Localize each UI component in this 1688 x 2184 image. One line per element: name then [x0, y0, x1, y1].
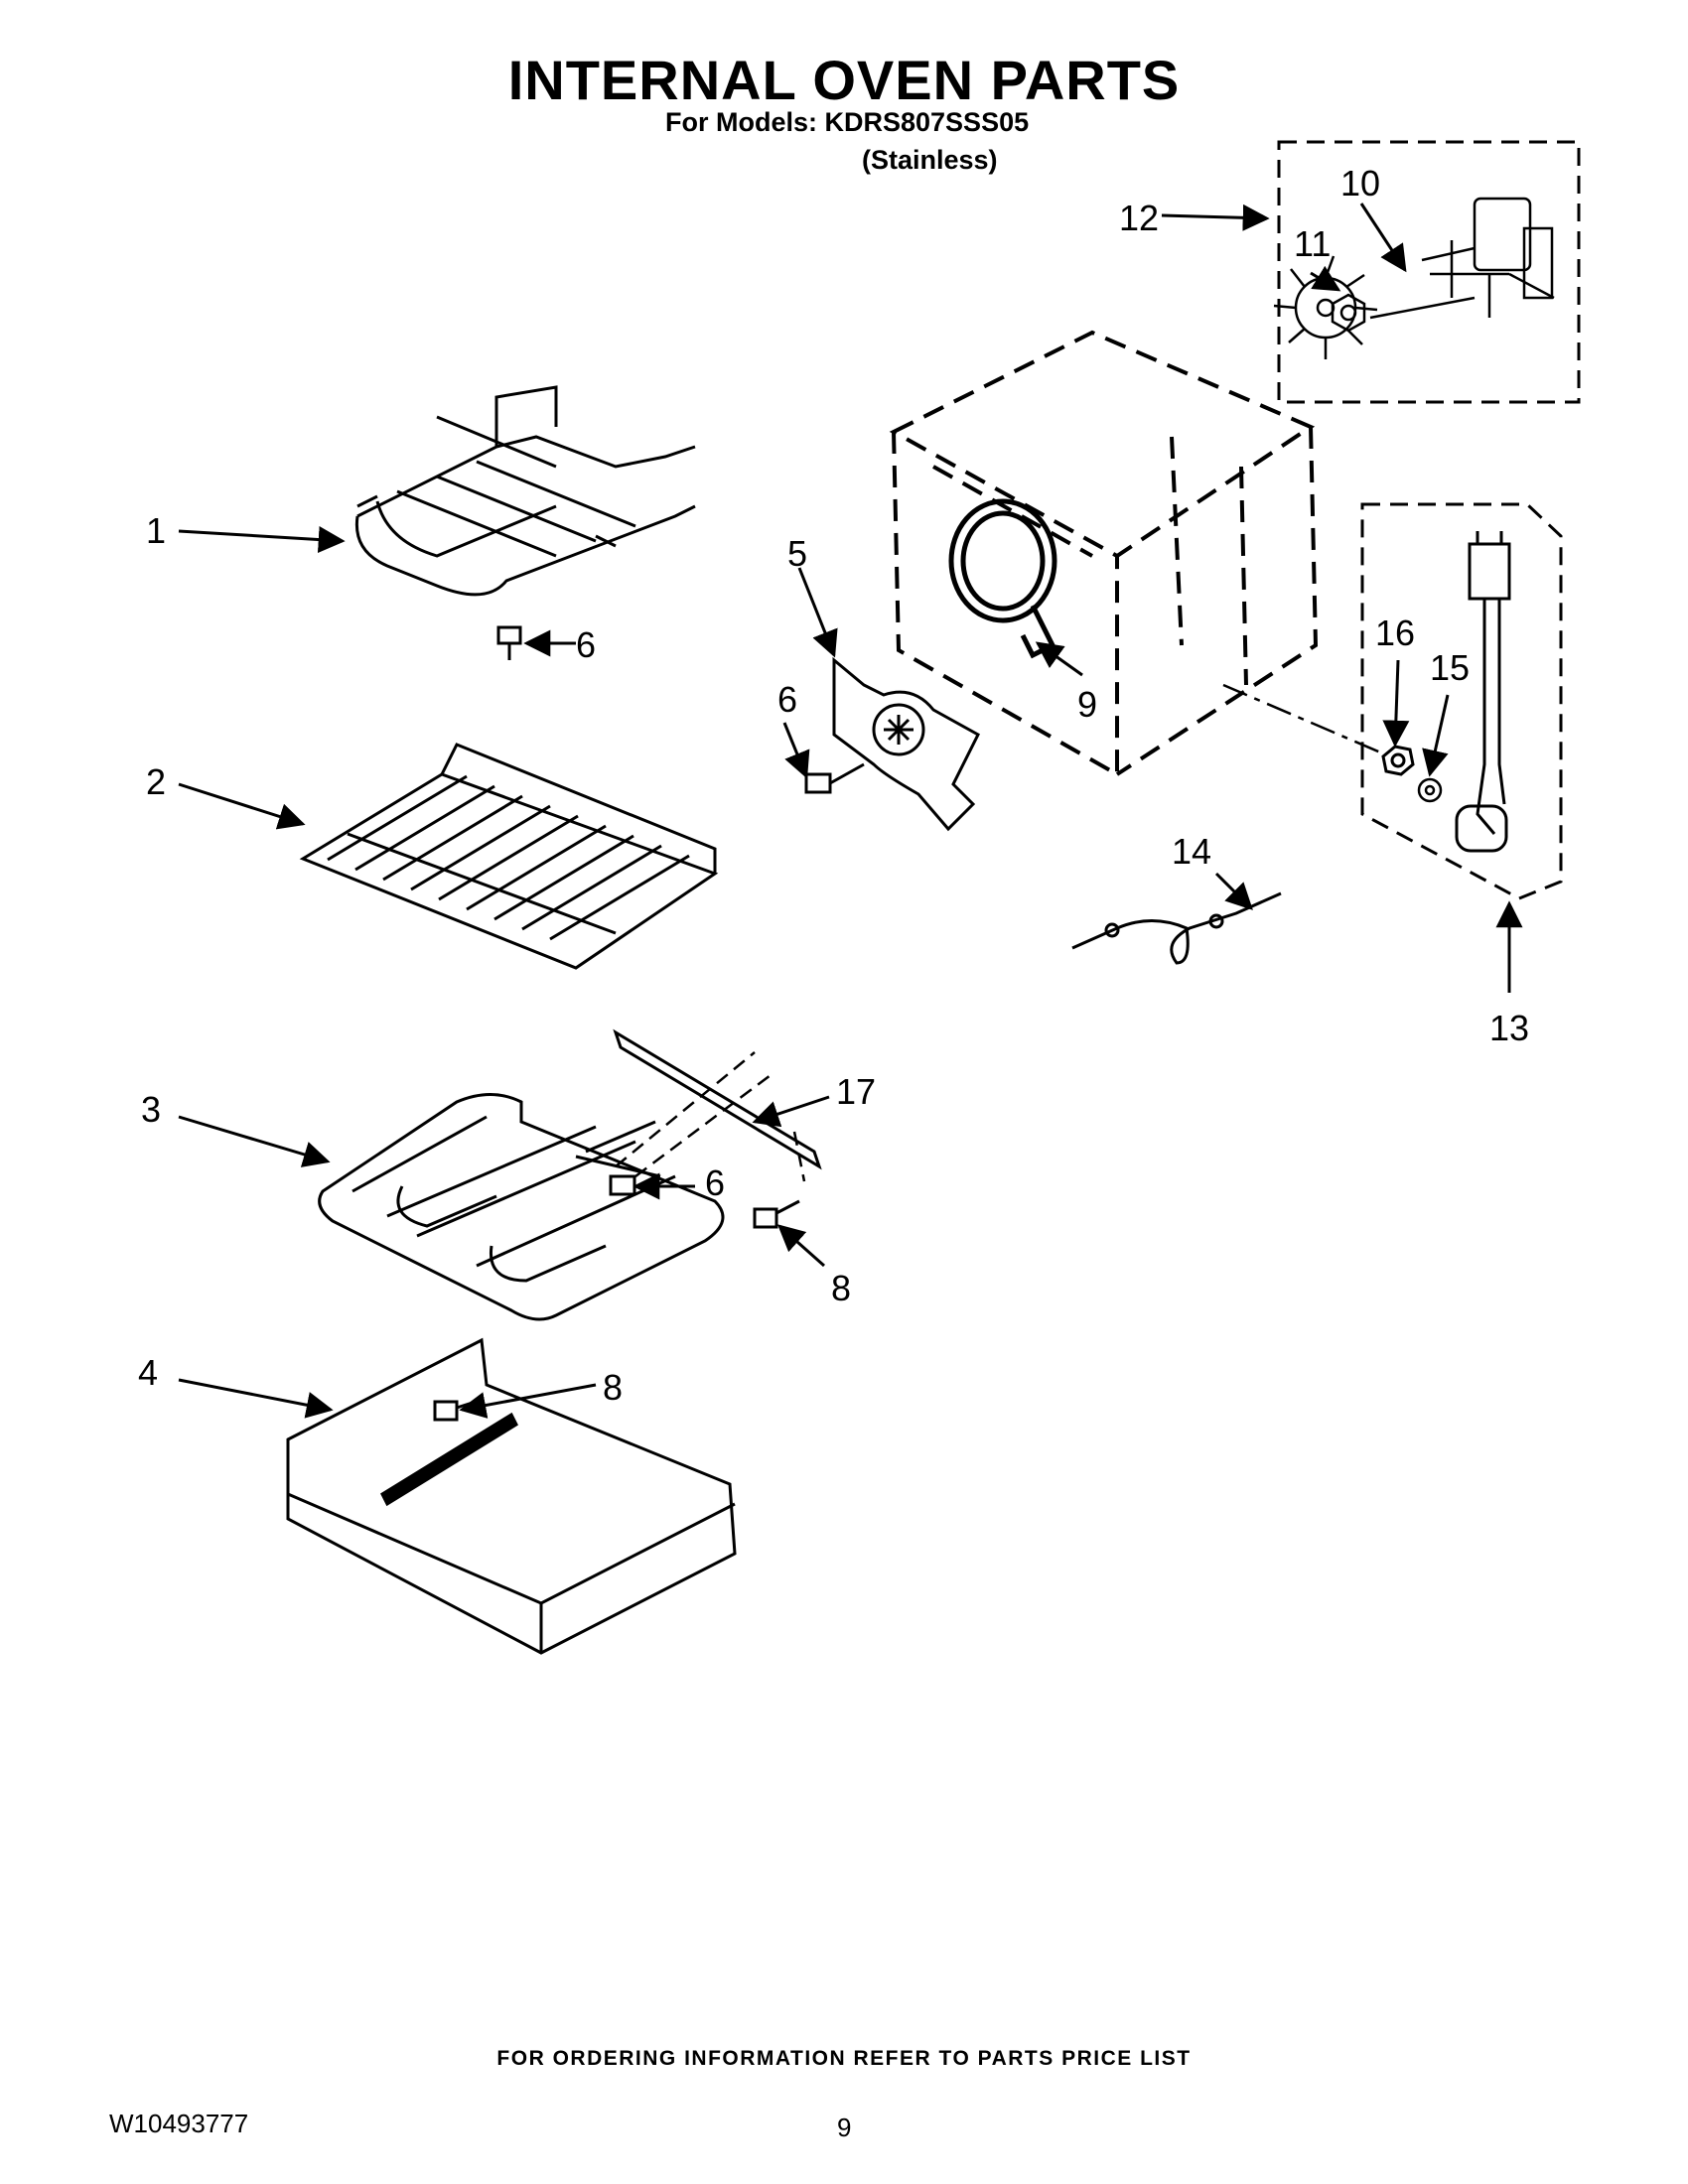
callout-16: 16 [1375, 613, 1415, 653]
page-title: INTERNAL OVEN PARTS [507, 49, 1181, 111]
callout-5: 5 [787, 533, 807, 574]
callout-9: 9 [1077, 684, 1097, 725]
callout-13: 13 [1489, 1008, 1529, 1048]
screw-part-6-upper [496, 625, 522, 660]
fan-nut [1331, 293, 1366, 333]
callout-12: 12 [1119, 198, 1159, 238]
screw-part-8-element [753, 1199, 800, 1229]
callout-6a: 6 [576, 624, 596, 665]
callout-1: 1 [146, 510, 166, 551]
callout-6b: 6 [777, 679, 797, 720]
variant-label: (Stainless) [862, 145, 998, 175]
temperature-sensor [1455, 531, 1511, 853]
convection-motor [1369, 197, 1555, 320]
leader-arrows [178, 203, 1523, 1419]
ordering-info: FOR ORDERING INFORMATION REFER TO PARTS … [496, 2047, 1192, 2070]
models-line: For Models: KDRS807SSS05 [665, 107, 1030, 137]
screw-part-6-baffle [804, 762, 865, 794]
sensor-mounting-line [1222, 683, 1386, 756]
page-number: 9 [837, 2113, 852, 2142]
bottom-pan [286, 1337, 737, 1655]
document-number: W10493777 [109, 2109, 249, 2138]
screw-part-6-lower [609, 1174, 636, 1196]
convection-motor-kit [1273, 140, 1581, 404]
callout-6c: 6 [705, 1162, 725, 1203]
element-mounting-lines [615, 1051, 806, 1182]
callout-numbers: 1 2 3 4 5 6 6 6 8 8 9 10 11 12 13 14 15 … [138, 163, 1529, 1408]
callout-17: 17 [836, 1071, 876, 1112]
sensor-washer-part-15 [1417, 777, 1443, 803]
sensor-nut-part-16 [1381, 745, 1415, 776]
callout-2: 2 [146, 761, 166, 802]
callout-8b: 8 [603, 1367, 623, 1408]
lower-bake-element [318, 1093, 725, 1321]
callout-11: 11 [1294, 223, 1331, 264]
convection-fan-blade [1273, 255, 1378, 359]
temperature-sensor-kit [1360, 502, 1563, 900]
callout-3: 3 [141, 1089, 161, 1130]
upper-broil-element [354, 385, 696, 597]
oven-cavity [889, 330, 1319, 778]
screw-part-8-pan [433, 1398, 483, 1422]
fan-baffle [832, 656, 980, 832]
meat-probe [1071, 891, 1282, 965]
callout-14: 14 [1172, 831, 1211, 872]
callout-4: 4 [138, 1352, 158, 1393]
oven-rack [299, 743, 719, 970]
callout-10: 10 [1340, 163, 1380, 204]
callout-8a: 8 [831, 1268, 851, 1308]
callout-15: 15 [1430, 647, 1470, 688]
element-bracket-part-17 [613, 1028, 822, 1170]
